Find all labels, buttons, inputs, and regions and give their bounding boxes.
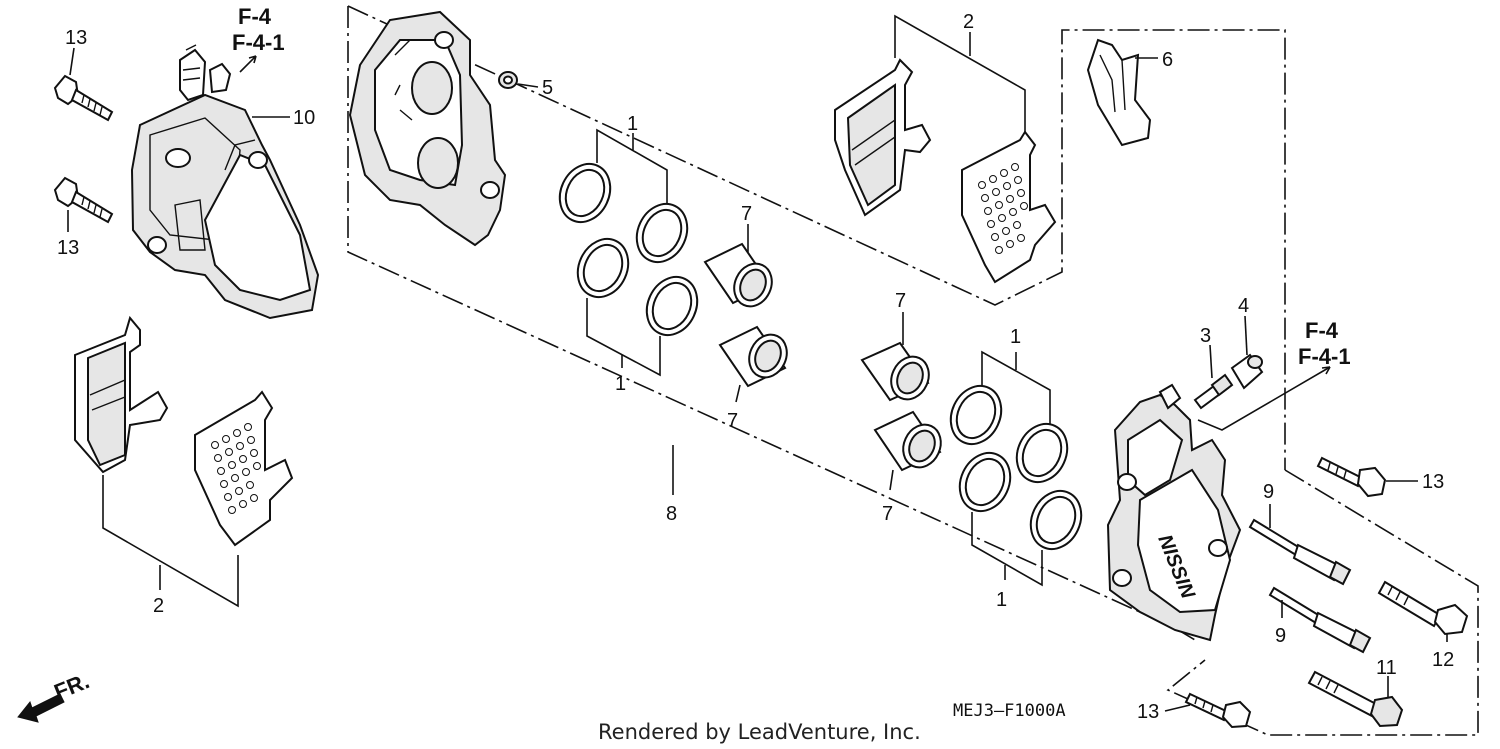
- render-credit: Rendered by LeadVenture, Inc.: [598, 720, 921, 744]
- piston-seals-set-b: [949, 384, 1083, 551]
- bolt-13-upper-left: [53, 74, 114, 122]
- piston-7-lower-right: [873, 410, 942, 472]
- bracket-1-upper: [596, 128, 668, 203]
- ref-arrow-left: [239, 55, 257, 73]
- callout-11: 11: [1376, 657, 1397, 679]
- pin-9-upper: [1248, 518, 1352, 586]
- callout-13-upper-left: 13: [65, 27, 87, 49]
- bracket-2-left: [102, 475, 239, 608]
- callout-1-lower: 1: [615, 373, 626, 395]
- callout-8: 8: [666, 503, 677, 525]
- callout-7-lower-middle: 7: [727, 410, 738, 432]
- callout-5: 5: [542, 77, 553, 99]
- diagram-code: MEJ3—F1000A: [953, 701, 1066, 721]
- piston-7-upper-middle: [703, 242, 773, 308]
- callout-7-upper-middle: 7: [741, 203, 752, 225]
- callout-3: 3: [1200, 325, 1211, 347]
- bleeder-valve-3: [1193, 373, 1234, 410]
- piston-seals-set-a: [558, 162, 699, 337]
- ref-f4-right: F-4: [1305, 318, 1339, 343]
- ref-f4-1-left: F-4-1: [232, 30, 285, 55]
- bracket-1-right-upper: [981, 350, 1051, 425]
- assembly-outlines: [347, 5, 1479, 736]
- caliper-body-half: [348, 10, 507, 247]
- ref-arrow-right: [1321, 366, 1331, 375]
- callout-2-left: 2: [153, 595, 164, 617]
- ref-f4-1-right: F-4-1: [1298, 344, 1351, 369]
- callout-13-upper-right: 13: [1422, 471, 1444, 493]
- leader-7-lower-middle: [735, 384, 741, 403]
- leader-3: [1209, 344, 1213, 379]
- bolt-11: [1307, 670, 1404, 728]
- leader-4: [1244, 315, 1248, 356]
- bolt-13-upper-right: [1316, 456, 1387, 498]
- callout-1-right-upper: 1: [1010, 326, 1021, 348]
- callout-7-upper-right: 7: [895, 290, 906, 312]
- brake-pad-upper-rear: [834, 58, 932, 217]
- ref-line-right: [1197, 366, 1331, 431]
- piston-7-lower-middle: [718, 325, 788, 388]
- leader-7-lower-right: [889, 469, 894, 491]
- ref-f4-left: F-4: [238, 4, 272, 29]
- front-marker-label: FR.: [51, 668, 93, 704]
- callout-10: 10: [293, 107, 315, 129]
- leader-13-lower-right: [1164, 704, 1191, 712]
- pin-9-lower: [1268, 586, 1372, 654]
- bolt-13-lower-left: [53, 176, 114, 224]
- leader-13-upper-left: [69, 47, 75, 76]
- callout-1-upper: 1: [627, 113, 638, 135]
- bolt-12: [1377, 580, 1469, 636]
- callout-12: 12: [1432, 649, 1454, 671]
- bolt-13-lower-right: [1184, 692, 1252, 729]
- callout-2-upper: 2: [963, 11, 974, 33]
- callout-7-lower-right: 7: [882, 503, 893, 525]
- callout-6: 6: [1162, 49, 1173, 71]
- callout-9-upper: 9: [1263, 481, 1274, 503]
- bushing-5: [498, 71, 518, 89]
- pad-spring-6: [1086, 38, 1152, 147]
- callout-13-lower-left: 13: [57, 237, 79, 259]
- brake-pad-left-front: [194, 390, 294, 547]
- bleeder-cap-4: [1230, 353, 1264, 390]
- front-direction-arrow: FR.: [17, 668, 93, 723]
- left-caliper-assembly: [130, 44, 320, 320]
- callout-13-lower-right: 13: [1137, 701, 1159, 723]
- bracket-2-upper: [894, 14, 1026, 132]
- callout-9-lower: 9: [1275, 625, 1286, 647]
- bracket-1-right-lower: [971, 512, 1043, 587]
- brake-pad-upper-front: [961, 130, 1057, 284]
- piston-7-upper-right: [860, 341, 930, 402]
- right-caliper-nissin: NISSIN: [1106, 383, 1242, 642]
- bracket-1-lower: [586, 298, 661, 377]
- callout-4: 4: [1238, 295, 1249, 317]
- callout-1-right-lower: 1: [996, 589, 1007, 611]
- brake-pad-left-rear: [74, 315, 169, 474]
- leader-5: [517, 83, 539, 88]
